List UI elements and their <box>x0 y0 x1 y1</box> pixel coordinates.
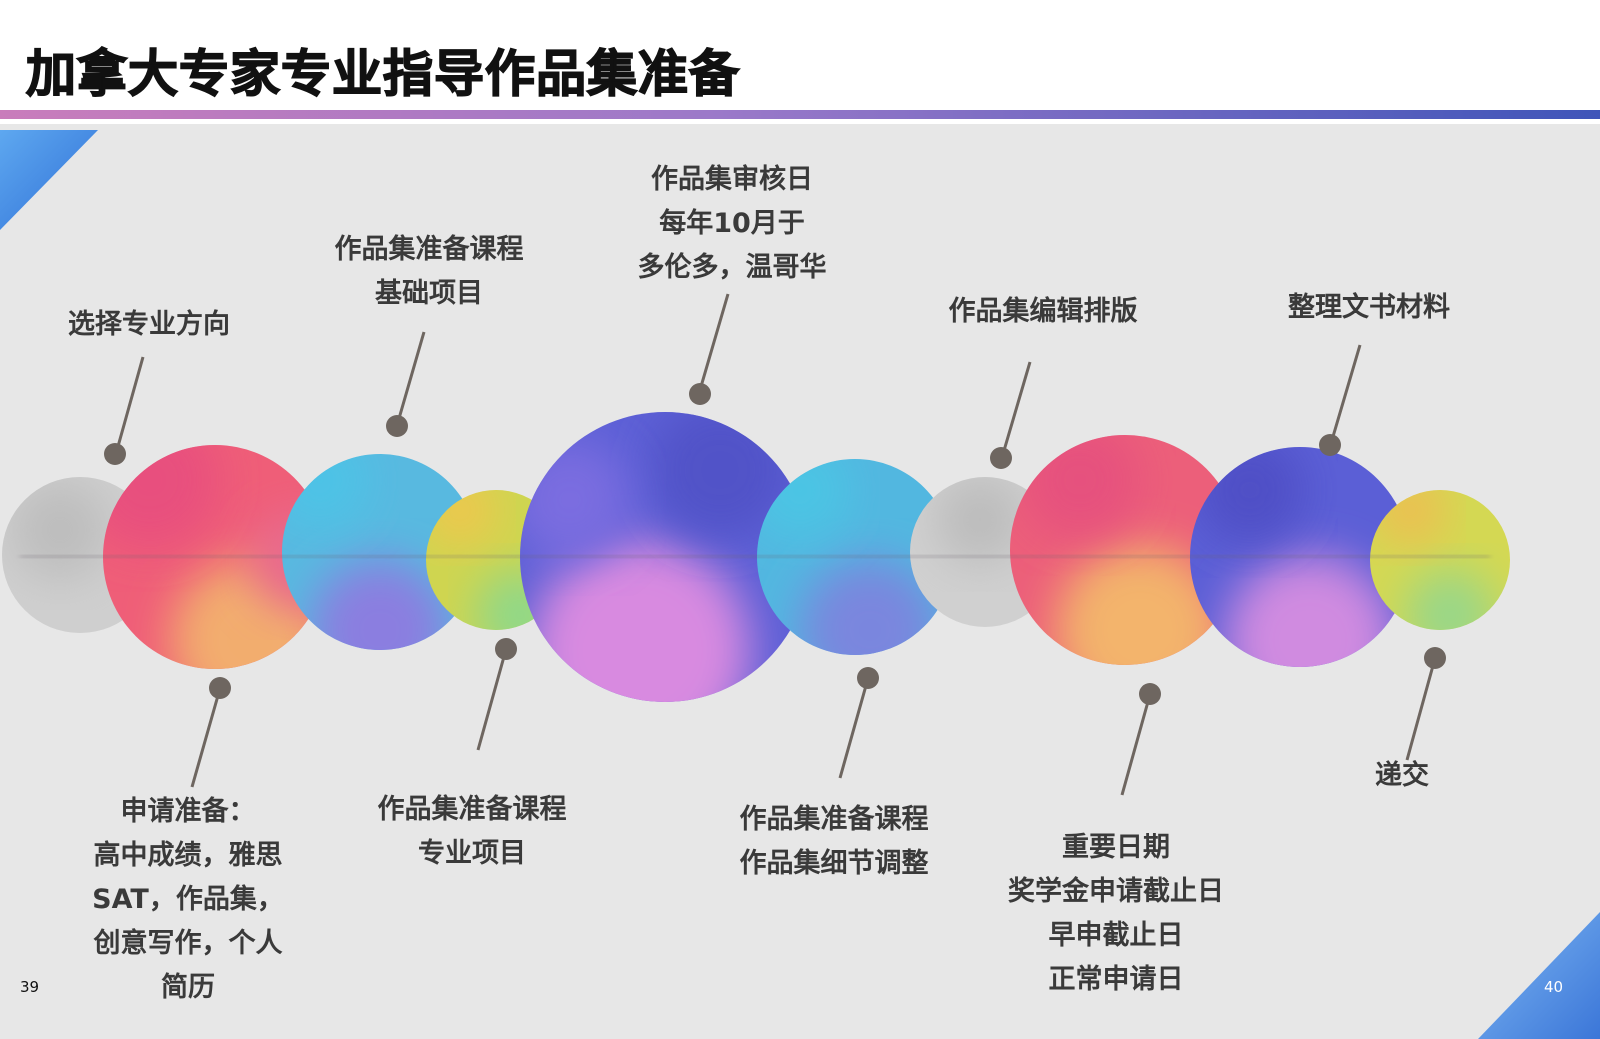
label-submit: 递交 <box>1375 754 1429 798</box>
label-important-dates: 重要日期奖学金申请截止日早申截止日正常申请日 <box>1008 826 1224 1002</box>
label-review-day: 作品集审核日每年10月于多伦多，温哥华 <box>638 158 827 290</box>
label-select-direction: 选择专业方向 <box>68 303 230 347</box>
label-line: 专业项目 <box>418 838 526 869</box>
label-line: 整理文书材料 <box>1288 292 1450 323</box>
pin-direction <box>104 356 145 465</box>
label-line: 作品集准备课程 <box>334 234 524 265</box>
label-line: 早申截止日 <box>1048 920 1184 951</box>
label-editing-layout: 作品集编辑排版 <box>949 290 1138 334</box>
label-detail-course: 作品集准备课程作品集细节调整 <box>740 798 929 886</box>
pin-dates <box>1120 683 1161 796</box>
page-number-left: 39 <box>20 978 40 996</box>
label-line: 作品集细节调整 <box>739 848 929 879</box>
label-line: 作品集准备课程 <box>377 794 567 825</box>
page-number-right: 40 <box>1544 978 1564 996</box>
title-divider <box>0 110 1600 119</box>
label-line: 作品集编辑排版 <box>948 296 1138 327</box>
label-basic-course: 作品集准备课程基础项目 <box>335 228 524 316</box>
label-line: SAT，作品集， <box>92 884 284 915</box>
pin-submit <box>1405 647 1446 761</box>
label-line: 正常申请日 <box>1048 964 1184 995</box>
label-line: 每年10月于 <box>659 208 805 239</box>
pin-review-day <box>689 293 730 405</box>
corner-accent-top-left <box>0 130 98 230</box>
pin-documents <box>1319 344 1362 456</box>
corner-accent-bottom-right <box>1478 912 1600 1039</box>
label-line: 简历 <box>160 972 215 1003</box>
label-line: 创意写作，个人 <box>93 928 283 959</box>
pin-layout <box>990 361 1032 469</box>
label-line: 选择专业方向 <box>68 309 230 340</box>
label-organize-documents: 整理文书材料 <box>1288 286 1450 330</box>
label-line: 申请准备： <box>120 796 256 827</box>
label-line: 高中成绩，雅思 <box>93 840 283 871</box>
label-line: 递交 <box>1375 760 1429 791</box>
label-line: 基础项目 <box>375 278 483 309</box>
pin-detail-course <box>838 667 879 779</box>
header: 加拿大专家专业指导作品集准备 <box>0 0 1600 112</box>
label-line: 奖学金申请截止日 <box>1008 876 1224 907</box>
label-line: 重要日期 <box>1062 832 1170 863</box>
label-line: 多伦多，温哥华 <box>637 252 827 283</box>
label-major-course: 作品集准备课程专业项目 <box>378 788 567 876</box>
pin-basic-course <box>386 331 426 437</box>
label-application-prep: 申请准备： 高中成绩，雅思 SAT，作品集， 创意写作，个人简历 <box>92 790 284 1010</box>
pin-application-prep <box>190 677 231 788</box>
label-line: 作品集准备课程 <box>739 804 929 835</box>
pin-major-course <box>476 638 517 751</box>
label-line: 作品集审核日 <box>651 164 813 195</box>
horizon-line <box>20 555 1490 558</box>
slide-title: 加拿大专家专业指导作品集准备 <box>25 44 740 104</box>
